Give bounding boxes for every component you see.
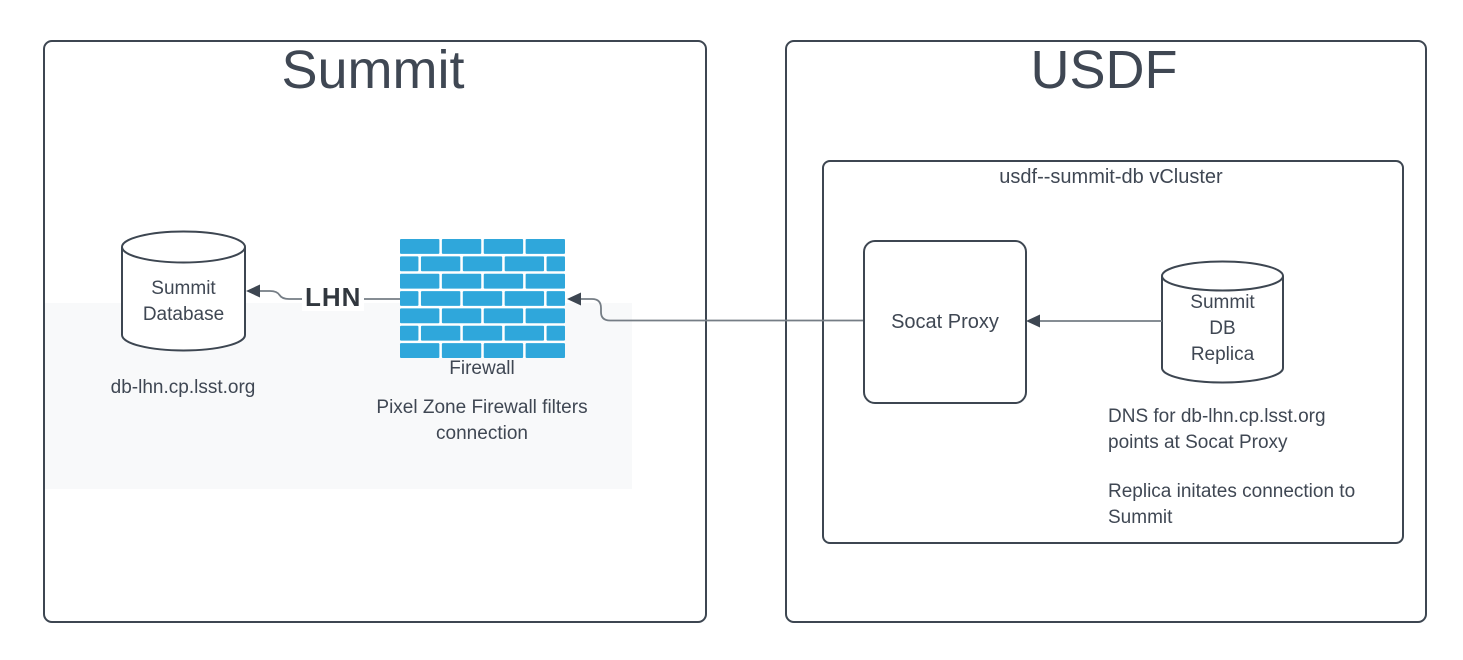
- arrowhead-at-socat: [1026, 314, 1040, 328]
- summit-db-replica-icon: [1161, 260, 1284, 384]
- arrow-firewall-to-database: [260, 290, 400, 300]
- arrowhead-at-database: [246, 284, 260, 298]
- firewall-icon: [400, 239, 565, 358]
- summit-region-box: [43, 40, 707, 623]
- socat-proxy-label: Socat Proxy: [891, 310, 999, 333]
- summit-database-icon: [121, 230, 246, 352]
- summit-title: Summit: [281, 40, 465, 100]
- arrow-socat-to-firewall: [581, 298, 863, 322]
- replica-note: Replica initates connection to Summit: [1108, 481, 1356, 528]
- summit-db-replica-label: Summit DB Replica: [1190, 292, 1255, 365]
- firewall-label: Firewall: [449, 358, 515, 379]
- vcluster-box: [822, 160, 1404, 544]
- summit-database-label: Summit Database: [142, 278, 225, 325]
- socat-proxy-node: Socat Proxy: [863, 240, 1027, 404]
- firewall-note: Pixel Zone Firewall filters connection: [376, 397, 588, 444]
- summit-database-hostname: db-lhn.cp.lsst.org: [110, 377, 256, 398]
- usdf-region-box: [785, 40, 1427, 623]
- usdf-title: USDF: [1030, 40, 1178, 100]
- dns-note: DNS for db-lhn.cp.lsst.org points at Soc…: [1108, 406, 1326, 453]
- arrowhead-at-firewall: [567, 292, 581, 306]
- lhn-link-label: LHN: [302, 283, 365, 311]
- vcluster-label: usdf--summit-db vCluster: [999, 166, 1223, 188]
